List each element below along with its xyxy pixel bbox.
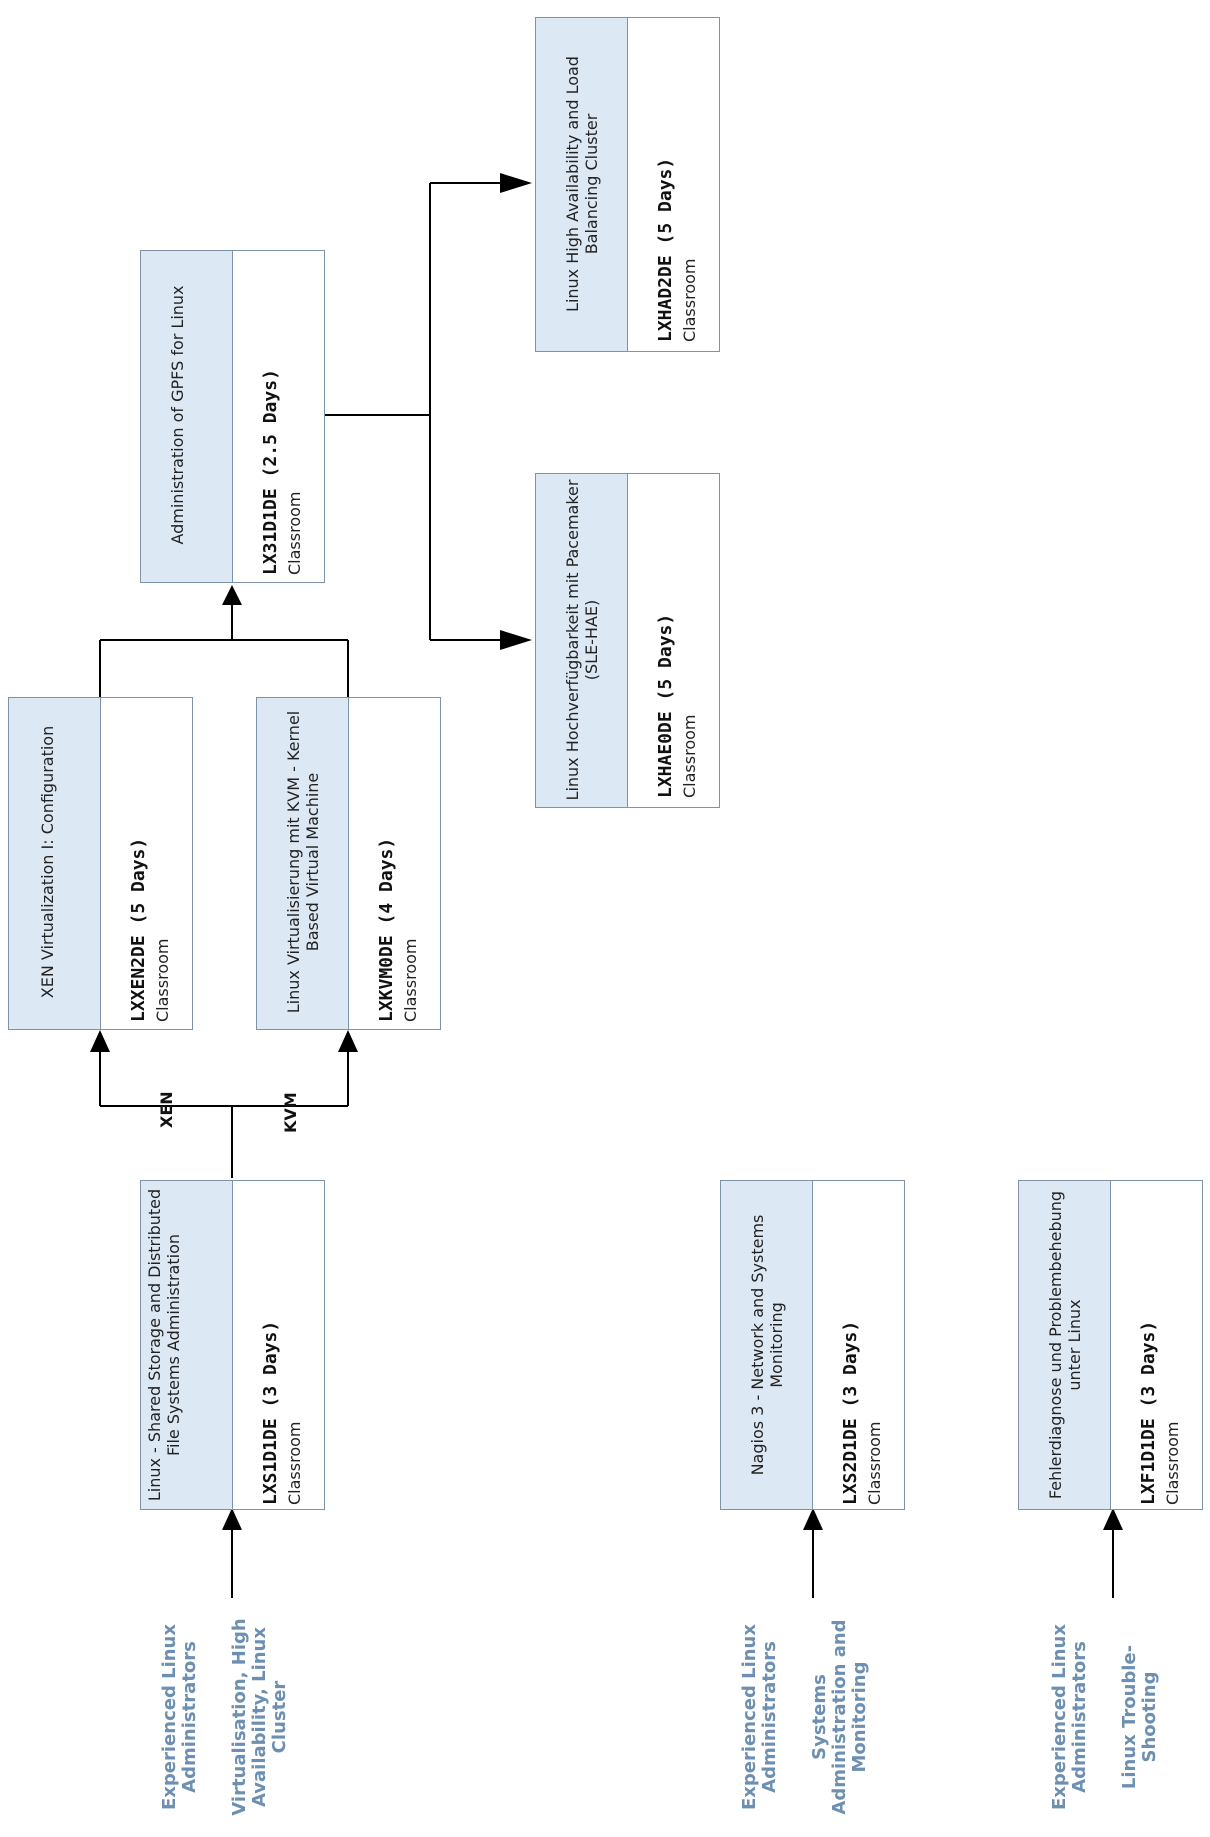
course-code: LXHAE0DE (5 Days) [655, 613, 676, 798]
course-type: Classroom [401, 938, 420, 1022]
course-title: Linux Virtualisierung mit KVM - Kernel B… [284, 710, 322, 1014]
course-title: Fehlerdiagnose und Problembehebung unter… [1046, 1190, 1084, 1500]
course-title: Linux Hochverfügbarkeit mit Pacemaker (S… [563, 479, 601, 801]
arrowhead-hae0 [500, 630, 532, 650]
course-lxxen2de[interactable]: XEN Virtualization I: Configuration LXXE… [8, 697, 193, 1030]
course-title: Linux - Shared Storage and Distributed F… [145, 1188, 183, 1502]
track-audience-1: Experienced Linux Administrators [159, 1624, 200, 1810]
arrowhead-kvm [338, 1030, 358, 1052]
course-type: Classroom [285, 1421, 304, 1505]
track-topic-3: Linux Trouble-Shooting [1119, 1644, 1160, 1790]
course-lxs2d1de[interactable]: Nagios 3 - Network and Systems Monitorin… [720, 1180, 905, 1510]
track-topic-1: Virtualisation, High Availability, Linux… [229, 1618, 290, 1816]
course-code: LXS1D1DE (3 Days) [260, 1320, 281, 1505]
arrowhead-track2 [803, 1508, 823, 1530]
branch-label-kvm: KVM [281, 1092, 300, 1133]
course-type: Classroom [680, 714, 699, 798]
course-title: Nagios 3 - Network and Systems Monitorin… [748, 1214, 786, 1476]
track-audience-3: Experienced Linux Administrators [1049, 1624, 1090, 1810]
arrowhead-track3 [1103, 1508, 1123, 1530]
course-type: Classroom [865, 1421, 884, 1505]
course-lxhad2de[interactable]: Linux High Availability and Load Balanci… [535, 17, 720, 352]
course-code: LXF1D1DE (3 Days) [1138, 1320, 1159, 1505]
course-title: Linux High Availability and Load Balanci… [563, 56, 601, 312]
track-topic-2: Systems Administration and Monitoring [809, 1619, 870, 1815]
course-title: XEN Virtualization I: Configuration [38, 725, 57, 999]
branch-label-xen: XEN [157, 1091, 176, 1128]
course-lxkvm0de[interactable]: Linux Virtualisierung mit KVM - Kernel B… [256, 697, 441, 1030]
arrowhead-had2 [500, 173, 532, 193]
course-code: LX31D1DE (2.5 Days) [260, 369, 281, 575]
course-lxs1d1de[interactable]: Linux - Shared Storage and Distributed F… [140, 1180, 325, 1510]
course-code: LXXEN2DE (5 Days) [128, 837, 149, 1022]
arrowhead-track1 [222, 1508, 242, 1530]
course-lxhae0de[interactable]: Linux Hochverfügbarkeit mit Pacemaker (S… [535, 473, 720, 808]
course-type: Classroom [285, 491, 304, 575]
course-type: Classroom [1163, 1421, 1182, 1505]
course-code: LXS2D1DE (3 Days) [840, 1320, 861, 1505]
course-type: Classroom [153, 938, 172, 1022]
track-audience-2: Experienced Linux Administrators [739, 1624, 780, 1810]
arrowhead-xen [90, 1030, 110, 1052]
arrowhead-gpfs [222, 585, 242, 605]
course-code: LXHAD2DE (5 Days) [655, 157, 676, 342]
course-title: Administration of GPFS for Linux [168, 285, 187, 545]
course-lx31d1de[interactable]: Administration of GPFS for Linux LX31D1D… [140, 250, 325, 583]
course-code: LXKVM0DE (4 Days) [376, 837, 397, 1022]
course-type: Classroom [680, 258, 699, 342]
course-lxf1d1de[interactable]: Fehlerdiagnose und Problembehebung unter… [1018, 1180, 1203, 1510]
